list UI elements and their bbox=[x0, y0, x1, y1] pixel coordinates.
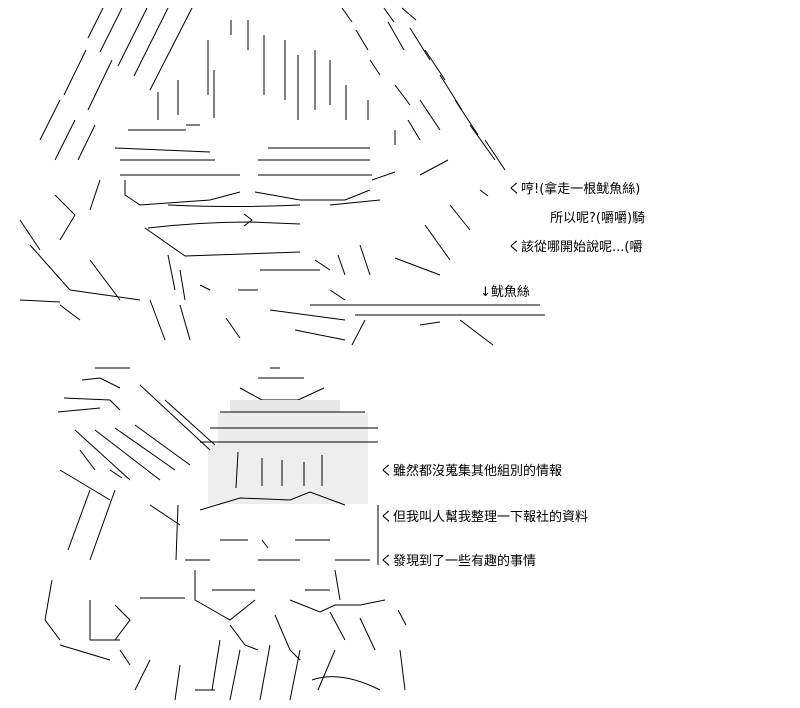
dialogue-line-2: 所以呢?(嚼嚼)騎 bbox=[550, 211, 646, 226]
bottom-figure-face bbox=[175, 491, 379, 601]
squid-stick bbox=[310, 304, 545, 346]
top-figure-hair bbox=[39, 7, 506, 171]
dialogue-line-3: く該從哪開始說呢...(嚼 bbox=[508, 240, 643, 255]
dialogue-line-6: く發現到了一些有趣的事情 bbox=[380, 554, 537, 569]
dialogue-line-4: く雖然都沒蒐集其他組別的情報 bbox=[380, 464, 563, 479]
dialogue-line-5: く但我叫人幫我整理一下報社的資料 bbox=[380, 510, 589, 525]
bottom-figure-body bbox=[44, 579, 407, 701]
top-figure-face bbox=[19, 124, 489, 341]
bottom-figure-hand bbox=[57, 367, 216, 561]
dialogue-line-1: く哼!(拿走一根鱿魚絲) bbox=[508, 182, 641, 197]
bottom-figure-hat bbox=[200, 367, 378, 504]
squid-label: ↓鱿魚絲 bbox=[480, 285, 530, 300]
